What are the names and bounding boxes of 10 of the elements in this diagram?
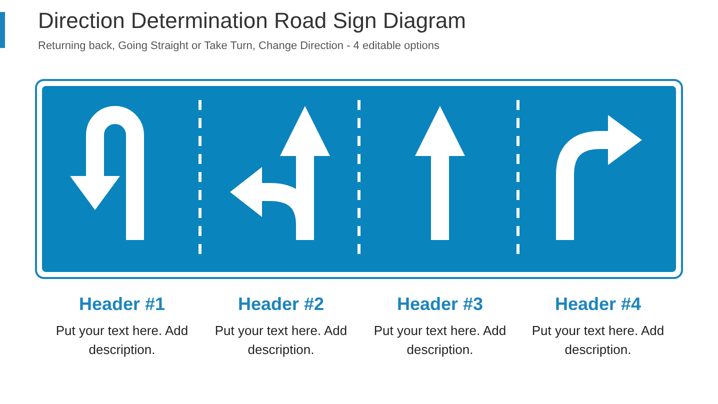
header-text: Header #3 (396, 294, 484, 315)
description-text: Put your text here. Add description. (372, 322, 508, 359)
subtitle: Returning back, Going Straight or Take Turn, Change Direction - 4 editable options (38, 40, 440, 52)
title: Direction Determination Road Sign Diagram (38, 8, 466, 34)
description-text: Put your text here. Add description. (530, 322, 666, 359)
description-text: Put your text here. Add description. (54, 322, 190, 359)
header-text: Header #2 (238, 294, 324, 315)
header-text: Header #4 (554, 294, 642, 315)
description-text: Put your text here. Add description. (214, 322, 348, 359)
header-text: Header #1 (78, 294, 166, 315)
